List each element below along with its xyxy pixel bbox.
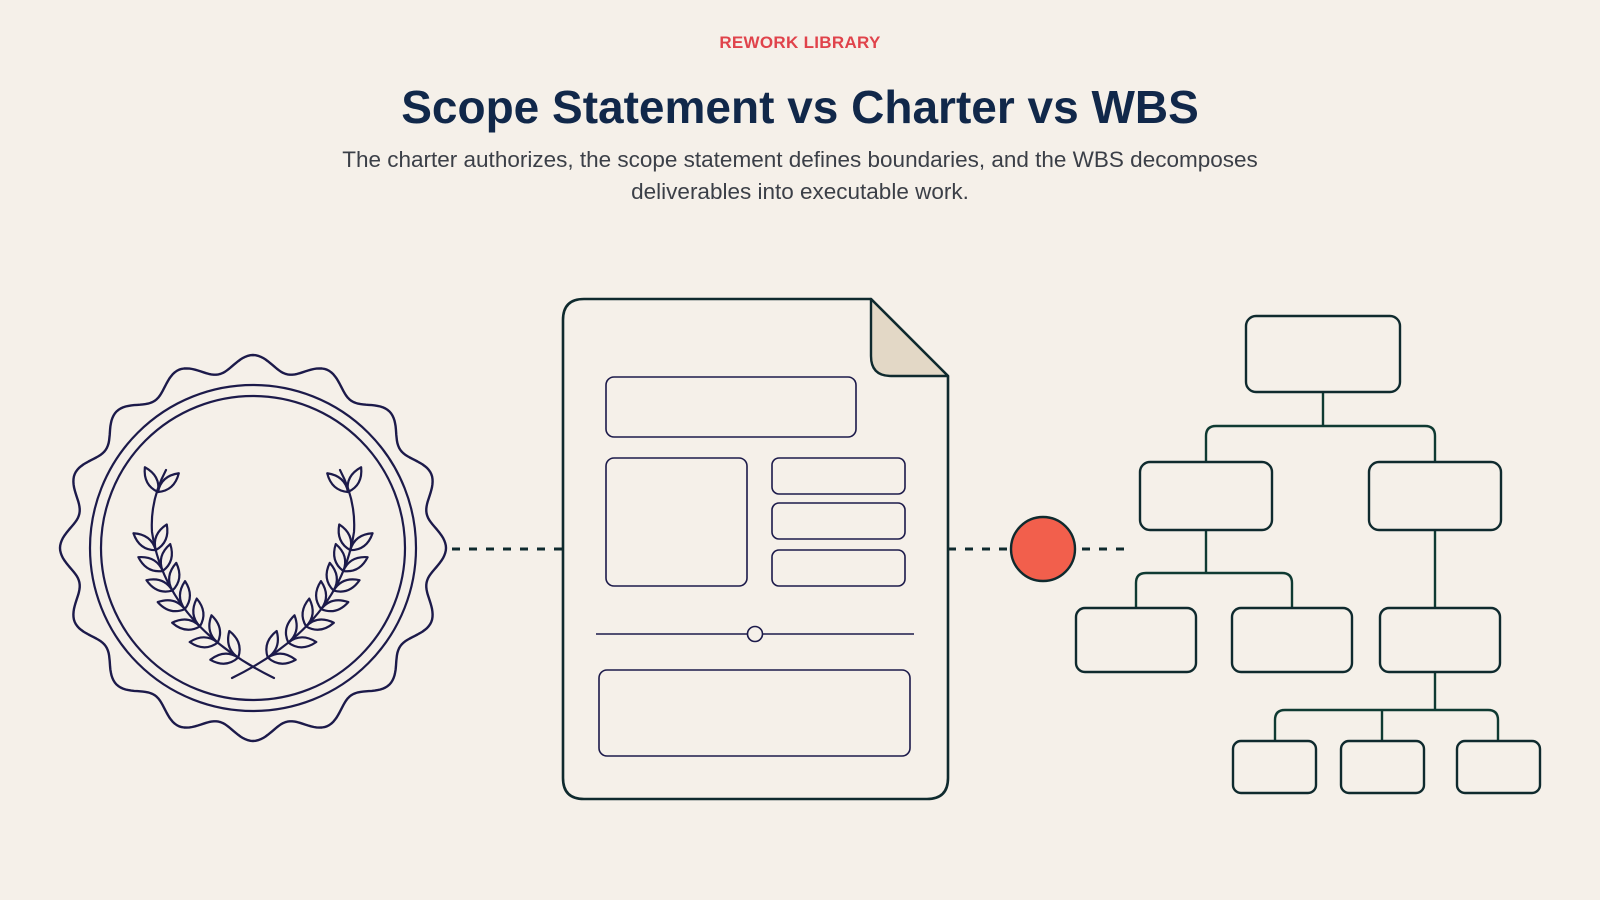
transition-node-icon xyxy=(1009,515,1077,583)
laurel-leaf xyxy=(168,561,181,592)
laurel-leaf xyxy=(227,629,241,659)
seal-inner-ring xyxy=(99,394,407,702)
page-title: Scope Statement vs Charter vs WBS xyxy=(401,81,1199,133)
seal-scallop-border xyxy=(58,353,448,743)
laurel-leaf xyxy=(156,599,186,613)
laurel-leaf xyxy=(159,542,173,573)
document-boundary-marker xyxy=(746,625,764,643)
laurel-leaf xyxy=(153,523,169,552)
laurel-leaf xyxy=(301,597,314,628)
laurel-leaf xyxy=(209,652,240,665)
document-page xyxy=(561,297,950,801)
laurel-seal-icon xyxy=(58,353,448,743)
wbs-node-level3 xyxy=(1074,606,1198,674)
laurel-leaf xyxy=(325,561,338,592)
eyebrow-label: REWORK LIBRARY xyxy=(719,33,881,52)
laurel-leaf xyxy=(337,523,353,552)
laurel-leaf xyxy=(145,578,174,593)
laurel-leaf xyxy=(156,472,180,494)
laurel-leaf xyxy=(314,580,328,611)
seal-outer-ring xyxy=(88,383,418,713)
laurel-leaf xyxy=(171,618,201,631)
wbs-node-level3 xyxy=(1230,606,1354,674)
document-icon xyxy=(561,297,950,801)
laurel-leaf xyxy=(342,556,369,573)
wbs-node-work-package xyxy=(1455,739,1542,795)
laurel-leaf xyxy=(332,578,361,593)
laurel-leaf xyxy=(305,618,335,631)
document-footer-block xyxy=(598,669,911,757)
laurel-leaf xyxy=(287,636,318,649)
laurel-leaf xyxy=(349,532,374,552)
wbs-connectors xyxy=(1134,392,1500,741)
laurel-branch-right xyxy=(230,466,374,680)
laurel-leaf xyxy=(188,636,219,649)
wbs-node-level2 xyxy=(1367,460,1503,532)
laurel-leaf xyxy=(178,580,192,611)
wbs-tree-icon xyxy=(1074,314,1542,795)
wbs-node-project xyxy=(1244,314,1402,394)
laurel-leaf xyxy=(192,597,205,628)
laurel-branch-left xyxy=(132,466,276,680)
wbs-node-level2 xyxy=(1138,460,1274,532)
laurel-leaf xyxy=(320,599,350,613)
wbs-node-work-package xyxy=(1231,739,1318,795)
laurel-leaf xyxy=(143,466,160,494)
wbs-node-level3 xyxy=(1378,606,1502,674)
document-line-block xyxy=(771,457,906,495)
laurel-leaf xyxy=(137,556,164,573)
laurel-leaf xyxy=(333,542,347,573)
document-fold xyxy=(869,297,950,378)
laurel-leaf xyxy=(132,532,157,552)
laurel-leaf xyxy=(326,472,350,494)
laurel-leaf xyxy=(284,614,298,644)
document-title-block xyxy=(605,376,857,438)
document-line-block xyxy=(771,502,906,540)
laurel-leaf xyxy=(346,466,363,494)
laurel-leaf xyxy=(265,629,279,659)
laurel-leaf xyxy=(266,652,297,665)
document-line-block xyxy=(771,549,906,587)
document-image-block xyxy=(605,457,748,587)
wbs-node-work-package xyxy=(1339,739,1426,795)
laurel-leaf xyxy=(208,614,222,644)
page-subtitle: The charter authorizes, the scope statem… xyxy=(342,147,1258,204)
